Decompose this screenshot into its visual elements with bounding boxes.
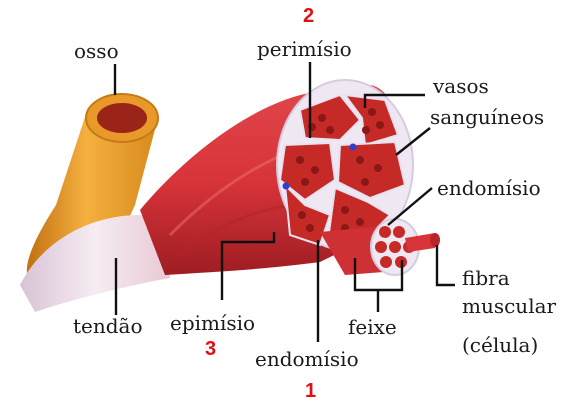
fiber-label-line2: muscular bbox=[462, 294, 557, 318]
bone-label: osso bbox=[74, 39, 119, 63]
blood-vessels-label-line1: vasos bbox=[432, 74, 489, 98]
perimysium-label: perimísio bbox=[257, 37, 352, 61]
blood-vessel-1 bbox=[350, 144, 357, 151]
epimysium-label: epimísio bbox=[170, 311, 255, 335]
marker-number-1: 1 bbox=[305, 380, 316, 402]
fiber-label-line3: (célula) bbox=[462, 333, 538, 357]
blood-vessels-label-line2: sanguíneos bbox=[430, 105, 544, 129]
fiber-label-line1: fibra bbox=[462, 266, 510, 290]
tendon-label: tendão bbox=[73, 314, 143, 338]
endomysium-label-right: endomísio bbox=[437, 176, 541, 200]
endomysium-label-bottom: endomísio bbox=[255, 347, 359, 371]
marker-number-2: 2 bbox=[303, 5, 314, 27]
blood-vessel-2 bbox=[283, 183, 290, 190]
bundle-label: feixe bbox=[348, 315, 397, 339]
marker-number-3: 3 bbox=[205, 338, 216, 360]
bone-marrow bbox=[97, 103, 147, 133]
